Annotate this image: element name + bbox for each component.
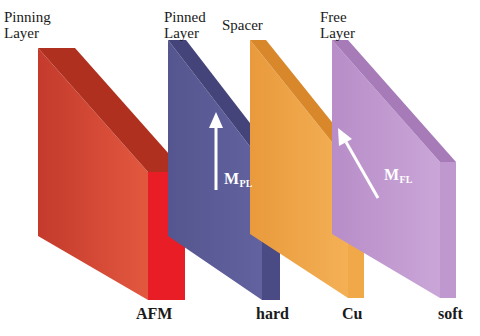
slab-face [332, 40, 440, 298]
layer-name: Free Layer [320, 10, 372, 42]
pinning-slab [38, 48, 185, 300]
magnetization-arrow [338, 128, 378, 198]
arrow-head [209, 112, 223, 128]
layer-slab: SpacerCu [218, 6, 368, 332]
magnetization-subscript: FL [400, 174, 413, 185]
layer-name: Spacer [222, 18, 282, 34]
material-label: soft [438, 306, 463, 323]
layer-slab: Pinning LayerAFM [2, 6, 192, 332]
magnetization-arrow [209, 112, 223, 190]
arrow-shaft [346, 142, 378, 198]
magnetization-symbol: M [384, 166, 399, 184]
free-slab [332, 40, 456, 298]
slab-edge [440, 162, 456, 298]
slab-top [332, 40, 456, 162]
magnetization-symbol: M [224, 170, 239, 188]
layer-name: Pinning Layer [4, 10, 62, 42]
arrow-head [338, 128, 352, 146]
arrow-shaft [215, 126, 218, 190]
material-label: hard [256, 306, 289, 323]
magnetization-subscript: PL [240, 178, 253, 189]
material-label: Cu [342, 306, 362, 323]
material-label: AFM [136, 306, 172, 323]
layer-slab: Pinned Layer hard [160, 6, 290, 332]
slab-top [38, 48, 185, 172]
layer-name: Pinned Layer [164, 10, 216, 42]
